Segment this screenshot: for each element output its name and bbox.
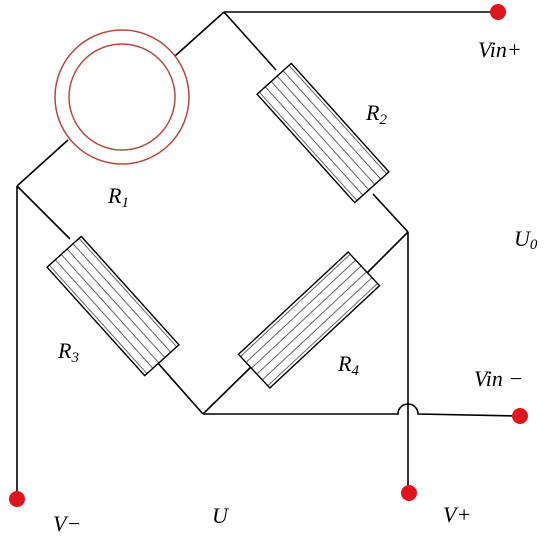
r4-resistor <box>237 251 381 389</box>
r2-resistor <box>256 62 390 204</box>
wire-r2-to-right-node <box>372 193 409 233</box>
label-u0: U0 <box>514 226 538 253</box>
wire-top-to-r1 <box>174 11 225 57</box>
terminal-vin-plus[interactable] <box>490 4 506 20</box>
label-v-plus: V+ <box>443 502 471 527</box>
label-r2: R2 <box>365 100 387 128</box>
label-u: U <box>212 503 230 528</box>
wire-left-node-to-r3 <box>16 185 71 240</box>
label-r3: R3 <box>57 338 79 366</box>
wires <box>16 11 521 498</box>
wire-top-to-r2 <box>223 11 277 71</box>
label-vin-minus: Vin − <box>474 366 523 391</box>
wire-r4-to-bottom-node <box>202 363 255 415</box>
wire-right-node-to-r4 <box>365 231 409 275</box>
wire-r3-to-bottom-node <box>156 361 204 415</box>
label-r1: R1 <box>107 183 129 211</box>
label-v-minus: V− <box>53 511 81 536</box>
label-r4: R4 <box>337 351 359 379</box>
terminal-v-plus[interactable] <box>401 485 417 501</box>
terminals <box>9 4 528 507</box>
wire-bottom-node-to-vin-minus <box>203 403 521 417</box>
label-vin-plus: Vin+ <box>478 37 522 62</box>
terminal-v-minus[interactable] <box>9 491 25 507</box>
terminal-vin-minus[interactable] <box>512 408 528 424</box>
r1-sensor <box>54 29 190 165</box>
r3-resistor <box>46 235 180 377</box>
wire-r1-to-left-node <box>16 139 69 187</box>
